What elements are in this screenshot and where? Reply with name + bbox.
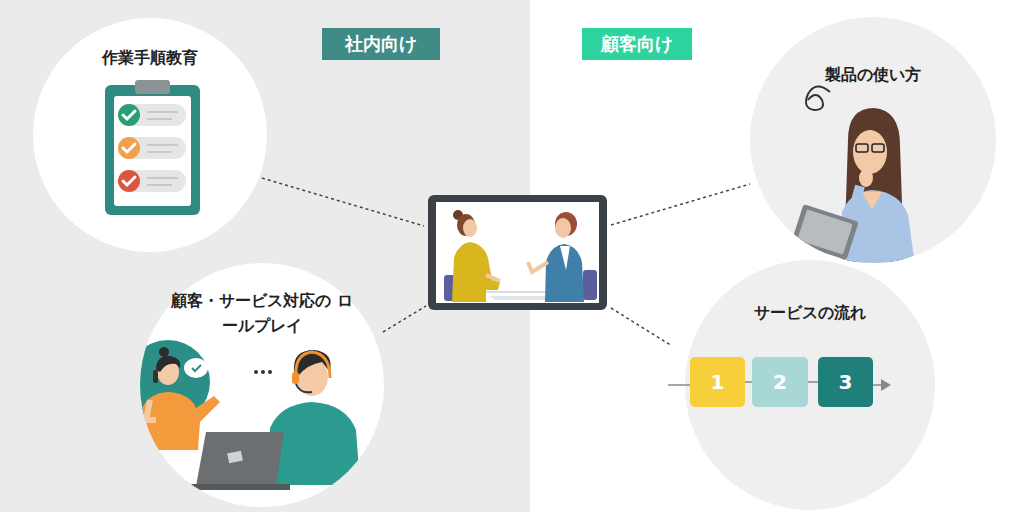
step-number: 3 [839,370,853,394]
clipboard-illustration [105,80,200,215]
circle-title: サービスの流れ [685,300,935,325]
tag-text: 顧客向け [601,32,673,56]
circle-title: 作業手順教育 [33,45,267,70]
tag-label: 顧客向け [582,28,692,60]
step-box: 1 [690,357,745,407]
tag-label: 社内向け [322,28,440,60]
tag-text: 社内向け [345,32,417,56]
roleplay-illustration [126,340,360,490]
circle-title: 顧客・サービス対応の ロールプレイ [169,288,355,338]
step-number: 2 [773,370,787,394]
step-box: 3 [818,357,873,407]
flow-arrow-stubs [668,379,891,391]
step-box: 2 [752,357,808,407]
step-number: 1 [711,370,725,394]
tablet-illustration [428,195,607,310]
flow-connector [808,381,818,383]
circle-title: 製品の使い方 [750,62,996,87]
flow-connector [745,381,752,383]
woman-with-tablet [791,86,915,265]
topic-circle: サービスの流れ 1 2 3 [685,260,935,510]
